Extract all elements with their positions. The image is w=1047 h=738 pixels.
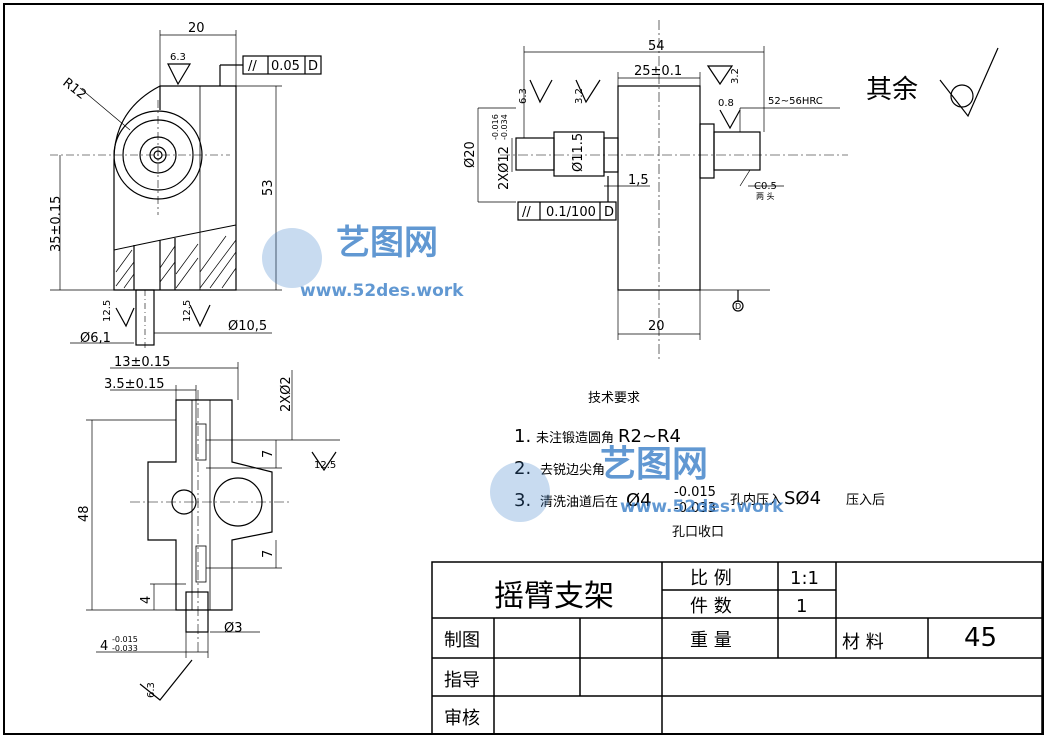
material-value: 45 bbox=[964, 623, 997, 653]
tech-item3-num: 3. bbox=[514, 490, 531, 511]
side-rough-08: 0.8 bbox=[718, 98, 734, 109]
drawn-label: 制图 bbox=[444, 630, 480, 651]
side-rough-32a: 3.2 bbox=[574, 88, 585, 104]
qty-value: 1 bbox=[796, 596, 807, 617]
bottom-dim-4tol: 4 bbox=[100, 639, 108, 654]
tech-item3-b: Ø4 bbox=[626, 490, 652, 511]
side-datum-mark: D bbox=[735, 302, 741, 311]
side-dim-20-bottom: 20 bbox=[648, 319, 665, 334]
tech-item1-a: 未注锻造圆角 bbox=[536, 431, 614, 446]
bottom-dim-48: 48 bbox=[77, 505, 92, 522]
side-rough-32b: 3.2 bbox=[730, 68, 741, 84]
side-dia-115: Ø11.5 bbox=[571, 133, 586, 172]
bottom-dim-35: 3.5±0.15 bbox=[104, 377, 165, 392]
tech-item3-d: SØ4 bbox=[784, 488, 821, 509]
scale-value: 1:1 bbox=[790, 568, 819, 589]
review-label: 审核 bbox=[444, 708, 480, 729]
watermark-url-bottom: www.52des.work bbox=[620, 497, 784, 517]
front-dia-right: Ø10,5 bbox=[228, 319, 267, 334]
title-block bbox=[431, 561, 1043, 735]
bottom-view bbox=[86, 362, 340, 701]
side-dia-20: Ø20 bbox=[463, 141, 478, 168]
tech-item2-num: 2. bbox=[514, 458, 531, 479]
side-dim-15: 1,5 bbox=[628, 173, 649, 188]
side-view bbox=[477, 20, 999, 362]
front-tol-symbol: // bbox=[248, 59, 257, 74]
front-rough-right: 12.5 bbox=[182, 300, 193, 322]
tech-item3-f: 孔口收口 bbox=[672, 525, 724, 540]
side-dia-12: 2XØ12 bbox=[497, 146, 512, 190]
tech-item3-e: 压入后 bbox=[846, 493, 885, 508]
side-dim-54: 54 bbox=[648, 39, 665, 54]
front-height-53: 53 bbox=[261, 179, 276, 196]
bottom-dia-3: Ø3 bbox=[224, 621, 243, 636]
front-rough-left: 12.5 bbox=[102, 300, 113, 322]
bottom-dim-4: 4 bbox=[139, 596, 154, 604]
side-dim-25: 25±0.1 bbox=[634, 64, 682, 79]
weight-label: 重 量 bbox=[690, 630, 732, 651]
front-tol-datum: D bbox=[308, 59, 318, 74]
side-dia-12-up: -0.016 bbox=[491, 114, 500, 140]
side-hardness: 52~56HRC bbox=[768, 96, 823, 107]
tech-item3-a: 清洗油道后在 bbox=[540, 495, 618, 510]
part-name: 摇臂支架 bbox=[494, 579, 614, 614]
side-rough-63: 6.3 bbox=[518, 88, 529, 104]
scale-label: 比 例 bbox=[690, 568, 732, 589]
watermark-url-top: www.52des.work bbox=[300, 281, 464, 301]
watermark-bottom: 艺图网 www.52des.work bbox=[490, 444, 784, 522]
tech-item1-b: R2~R4 bbox=[618, 426, 681, 447]
side-tol-datum: D bbox=[604, 205, 614, 220]
bottom-rough-63: 6.3 bbox=[146, 682, 157, 698]
tech-item3-tol-up: -0.015 bbox=[674, 485, 716, 500]
front-tol-value: 0.05 bbox=[271, 59, 300, 74]
side-chamfer: C0.5 bbox=[754, 181, 777, 192]
tech-item3-tol-low: -0.033 bbox=[674, 501, 716, 516]
front-rough-63: 6.3 bbox=[170, 52, 186, 63]
bottom-dim-13: 13±0.15 bbox=[114, 355, 170, 370]
tech-item3-c: 孔内压入 bbox=[730, 492, 782, 508]
tech-item1-num: 1. bbox=[514, 426, 531, 447]
bottom-rough-125: 12.5 bbox=[314, 460, 336, 471]
side-tol-symbol: // bbox=[522, 205, 531, 220]
watermark-cn-top: 艺图网 bbox=[336, 223, 438, 263]
bottom-dia-2: 2XØ2 bbox=[279, 376, 294, 412]
watermark-top: 艺图网 www.52des.work bbox=[262, 223, 464, 301]
bottom-dim-4tol-low: -0.033 bbox=[112, 644, 138, 653]
rest-roughness-label: 其余 bbox=[866, 75, 918, 105]
side-chamfer-note: 两 头 bbox=[756, 191, 775, 201]
front-height-35: 35±0.15 bbox=[49, 196, 64, 252]
front-dim-20: 20 bbox=[188, 21, 205, 36]
front-view bbox=[50, 30, 322, 350]
side-tol-value: 0.1/100 bbox=[546, 205, 596, 220]
qty-label: 件 数 bbox=[690, 596, 732, 617]
front-dia-left: Ø6,1 bbox=[80, 331, 111, 346]
front-radius: R12 bbox=[60, 75, 89, 103]
side-dia-12-low: -0.034 bbox=[500, 114, 509, 140]
tech-item2: 去锐边尖角 bbox=[540, 463, 605, 478]
material-label: 材 料 bbox=[842, 632, 884, 653]
bottom-dim-7a: 7 bbox=[261, 450, 276, 458]
bottom-dim-7b: 7 bbox=[261, 550, 276, 558]
bottom-dim-4tol-up: -0.015 bbox=[112, 635, 138, 644]
guide-label: 指导 bbox=[444, 670, 480, 691]
tech-title: 技术要求 bbox=[588, 391, 640, 406]
watermark-cn-bottom: 艺图网 bbox=[600, 444, 708, 485]
